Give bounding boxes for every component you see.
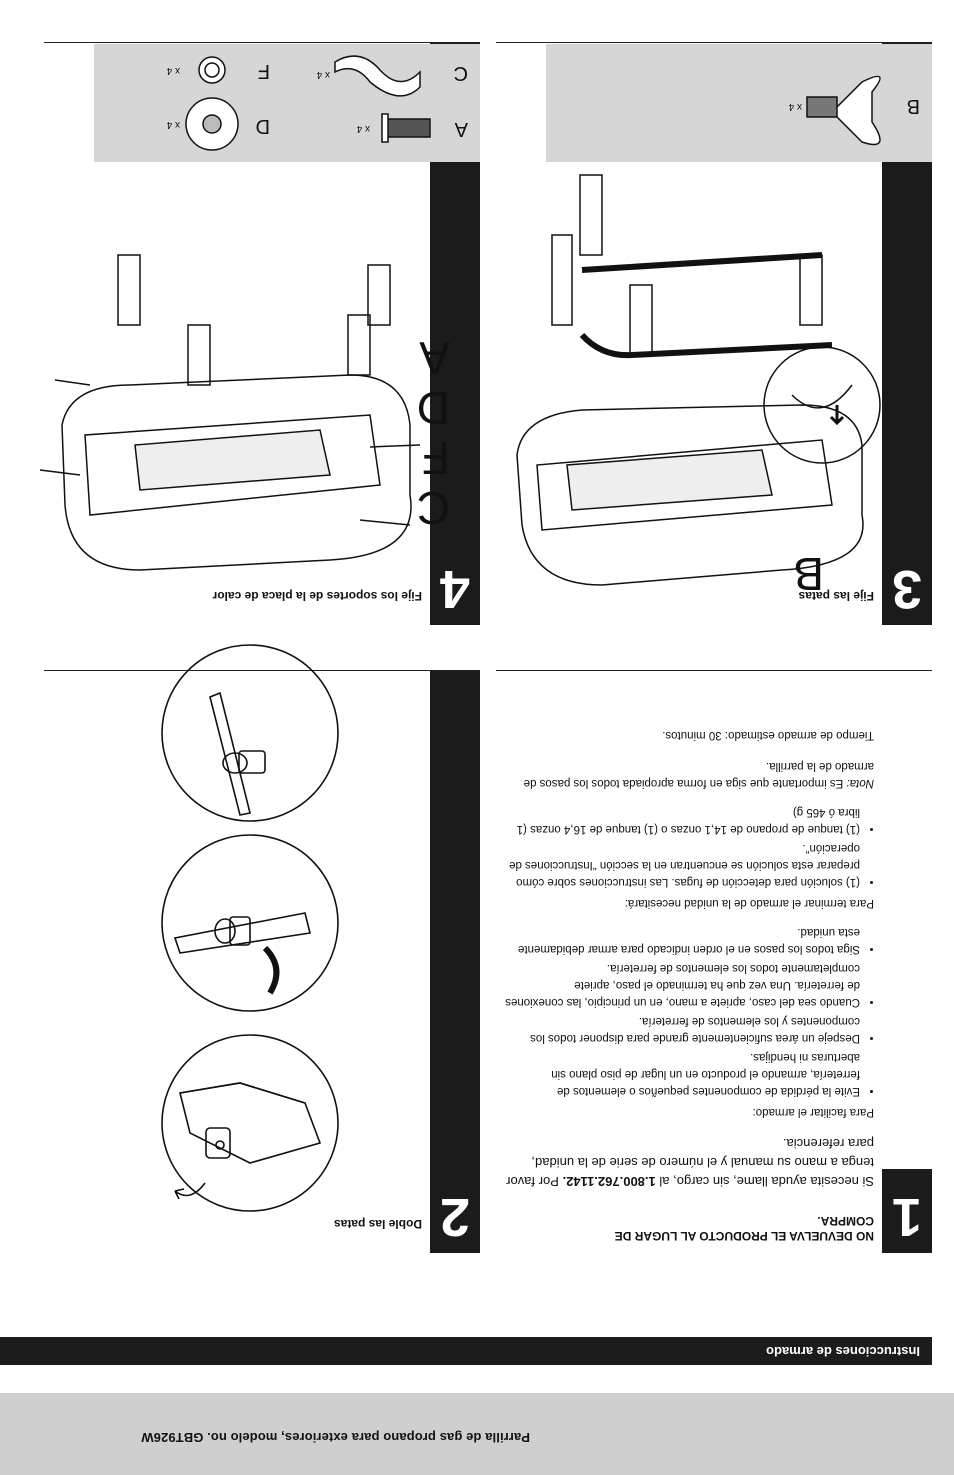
callout-a: A (419, 332, 450, 384)
list-item: Cuando sea del caso, apriete a mano, en … (504, 959, 860, 1010)
needs-list: (1) solución para detección de fugas. La… (504, 803, 874, 890)
step-1-panel: 1 NO DEVUELVA EL PRODUCTO AL LUGAR DE CO… (496, 670, 932, 1253)
hardware-qty: x 4 (356, 123, 370, 134)
hardware-letter: A (454, 118, 468, 140)
step-1-body: Si necesita ayuda llame, sin cargo, al 1… (504, 726, 874, 1191)
note-text: Es importante que siga en forma apropiad… (523, 760, 874, 789)
hardware-letter: F (257, 60, 270, 82)
hardware-box: B x 4 (546, 44, 932, 162)
assembly-time: Tiempo de armado estimado: 30 minutos. (662, 729, 874, 741)
needs-heading: Para terminar el armado de la unidad nec… (624, 897, 874, 909)
step-3-panel: 3 Fije las patas B (496, 42, 932, 625)
attach-legs-illustration (516, 174, 881, 586)
hardware-qty: x 4 (316, 69, 330, 80)
hardware-qty: x 4 (166, 65, 180, 76)
hardware-qty: x 4 (788, 101, 802, 112)
hardware-letter: D (255, 115, 270, 137)
help-text: Si necesita ayuda llame, sin cargo, al (655, 1174, 874, 1189)
warning-line-2: COMPRA. (817, 1214, 874, 1228)
section-title: Instrucciones de armado (766, 1344, 920, 1359)
list-item: Siga todos los pasos en el orden indicad… (504, 923, 860, 957)
callout-b: B (793, 548, 824, 600)
hardware-qty: x 4 (166, 119, 180, 130)
list-item: (1) tanque de propano de 14,1 onzas o (1… (504, 803, 860, 837)
hardware-box: A x 4 C x 4 D x 4 F x 4 (94, 44, 480, 162)
warning-line-1: NO DEVUELVA EL PRODUCTO AL LUGAR DE (614, 1229, 874, 1243)
step-number-bar: 1 (882, 1169, 932, 1253)
callout-d: D (416, 382, 450, 434)
callout-c: C (416, 482, 450, 534)
note-label: Nota: (846, 777, 875, 789)
step-4-panel: 4 Fije los soportes de la placa de calor… (39, 42, 480, 625)
list-item: (1) solución para detección de fugas. La… (504, 839, 860, 890)
step-number: 1 (891, 1187, 923, 1247)
hardware-letter: B (906, 95, 920, 117)
list-item: Evite la pérdida de componentes pequeños… (504, 1048, 860, 1099)
list-item: Despeje un área suficientemente grande p… (504, 1012, 860, 1046)
help-paragraph: Si necesita ayuda llame, sin cargo, al 1… (504, 1134, 874, 1191)
heat-plate-supports-illustration (39, 254, 421, 571)
page-header: Parrilla de gas propano para exteriores,… (0, 1393, 954, 1475)
note-paragraph: Nota: Es importante que siga en forma ap… (504, 757, 874, 791)
wing-nut-icon (806, 75, 881, 146)
help-phone: 1.800.762.1142. (562, 1174, 656, 1189)
fold-legs-illustration (161, 644, 339, 1212)
callout-f: F (421, 432, 450, 484)
tips-list: Evite la pérdida de componentes pequeños… (504, 923, 874, 1099)
hardware-letter: C (453, 62, 468, 84)
step-2-panel: 2 Doble las patas (44, 644, 480, 1253)
step-1-warning: NO DEVUELVA EL PRODUCTO AL LUGAR DE COMP… (615, 1213, 874, 1243)
hardware-icons (185, 55, 431, 151)
step-divider (496, 670, 932, 671)
section-bar: Instrucciones de armado (0, 1337, 932, 1365)
page-title: Parrilla de gas propano para exteriores,… (141, 1430, 530, 1445)
facilitate-heading: Para facilitar el armado: (752, 1106, 874, 1118)
